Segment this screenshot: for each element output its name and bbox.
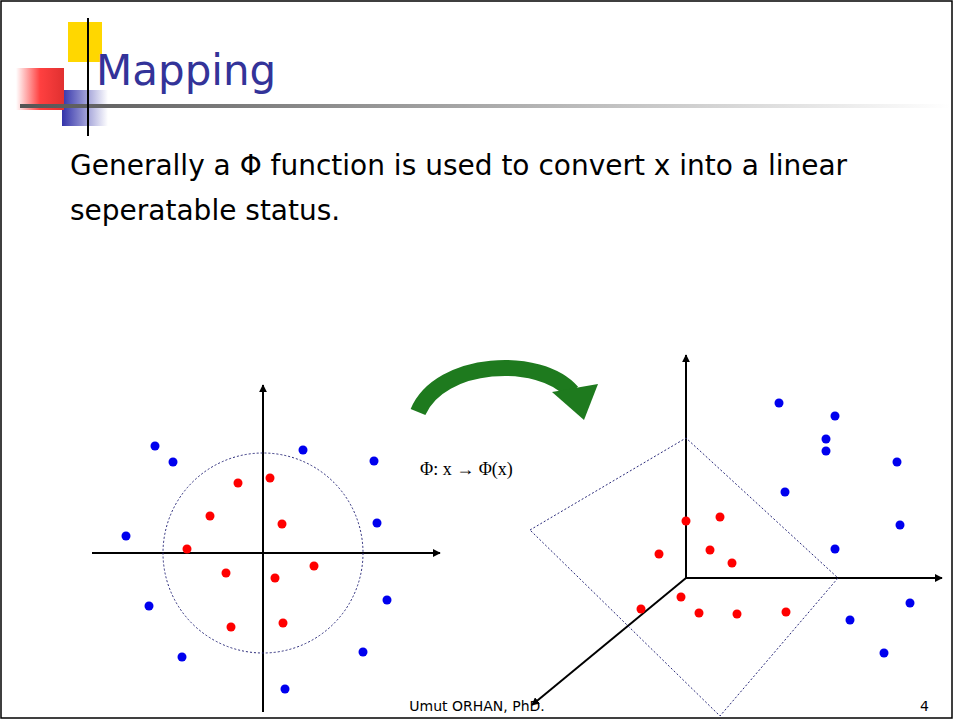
page-number: 4: [920, 697, 929, 715]
title-decoration: [16, 18, 950, 136]
slide-title: Mapping: [96, 46, 276, 95]
mapping-arrow: [418, 368, 598, 420]
feature-space-plot: [530, 355, 942, 716]
footer-author: Umut ORHAN, PhD.: [327, 697, 627, 715]
body-text: Generally a Φ function is used to conver…: [70, 143, 930, 233]
mapping-label: Φ: x → Φ(x): [420, 458, 513, 480]
input-space-plot: [92, 385, 440, 712]
